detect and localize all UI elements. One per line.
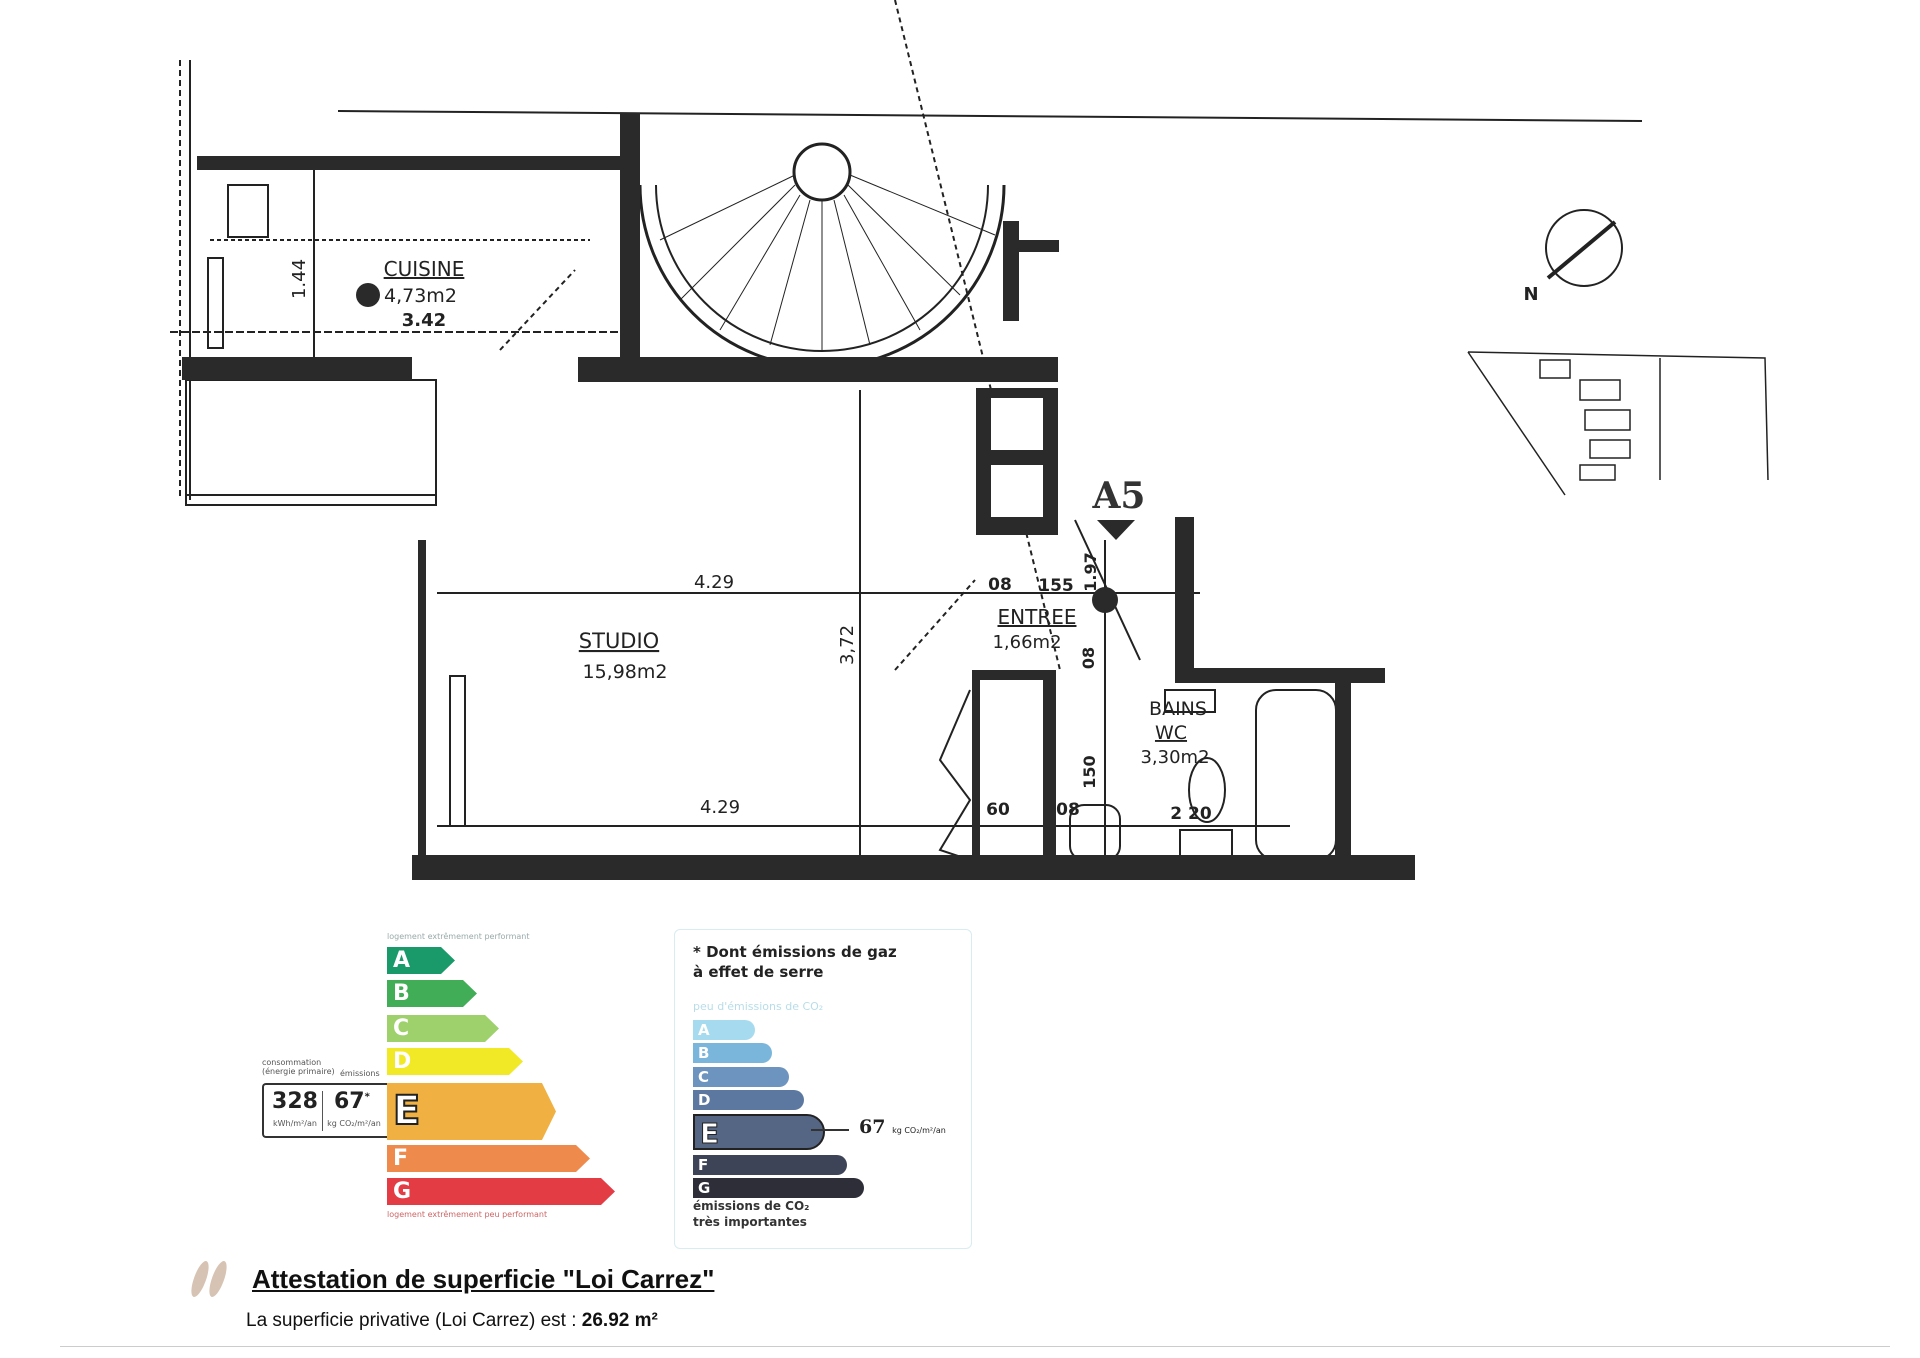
- balcony: [185, 379, 437, 506]
- studio-dim-v: 3,72: [837, 625, 858, 665]
- entree-dim-v2: 08: [1079, 647, 1098, 669]
- ges-unit: kg CO₂/m²/an: [892, 1126, 946, 1135]
- north-label: N: [1523, 284, 1538, 305]
- bains-area: 3,30m2: [1140, 747, 1209, 768]
- dpe-class-g: G: [387, 1178, 615, 1205]
- ges-bottom-1: émissions de CO₂: [693, 1199, 810, 1213]
- ges-class-f: F: [693, 1155, 847, 1175]
- ges-title-1: * Dont émissions de gaz: [693, 943, 897, 961]
- entree-dim-a: 08: [988, 575, 1012, 595]
- attestation-title: Attestation de superficie "Loi Carrez": [252, 1264, 715, 1294]
- ges-value: 67: [859, 1116, 886, 1138]
- ges-class-c: C: [693, 1067, 789, 1087]
- attestation-value: 26.92 m²: [581, 1310, 658, 1331]
- cuisine-area: 4,73m2: [384, 285, 457, 307]
- location-sketch: [1467, 351, 1769, 496]
- ges-top-caption: peu d'émissions de CO₂: [693, 1000, 824, 1013]
- ges-label: * Dont émissions de gaz à effet de serre…: [674, 929, 972, 1249]
- bains-dim-v: 150: [1080, 755, 1099, 788]
- cuisine-label: CUISINE: [384, 257, 465, 281]
- emissions-star: *: [364, 1091, 370, 1103]
- dpe-class-f: F: [387, 1145, 590, 1172]
- consumption-value: 328: [272, 1089, 318, 1114]
- ges-title-2: à effet de serre: [693, 963, 824, 981]
- consumption-label: consommation (énergie primaire): [262, 1058, 335, 1076]
- ges-class-b: B: [693, 1043, 772, 1063]
- value-box: 328 kWh/m²/an 67* kg CO₂/m²/an: [262, 1083, 387, 1138]
- ges-class-a: A: [693, 1020, 755, 1040]
- cuisine-dim-v: 1.44: [289, 259, 310, 299]
- emissions-value: 67: [334, 1089, 365, 1114]
- emissions-label: émissions: [340, 1069, 380, 1078]
- studio-label: STUDIO: [579, 629, 659, 653]
- compass: [1545, 209, 1623, 287]
- dpe-class-c: C: [387, 1015, 499, 1042]
- studio-area: 15,98m2: [583, 661, 668, 683]
- cuisine-dim: 3.42: [402, 310, 446, 331]
- dpe-class-d: D: [387, 1048, 523, 1075]
- studio-dim-top: 4.29: [694, 572, 734, 593]
- logo-icon: [187, 1256, 238, 1302]
- lot-label: A5: [1092, 475, 1146, 517]
- wc-label: WC: [1155, 722, 1187, 744]
- dpe-bottom-caption: logement extrêmement peu performant: [387, 1210, 548, 1219]
- bains-label: BAINS: [1149, 698, 1207, 720]
- entree-label: ENTREE: [998, 605, 1077, 629]
- ges-bottom-2: très importantes: [693, 1215, 807, 1229]
- ges-pointer-line: [811, 1129, 849, 1131]
- dpe-class-a: A: [387, 947, 455, 974]
- dpe-top-caption: logement extrêmement performant: [387, 932, 530, 941]
- ges-class-e: E: [693, 1114, 825, 1151]
- dpe-class-e: E: [387, 1083, 556, 1140]
- bains-dim-b: 08: [1056, 800, 1080, 820]
- attestation-text: La superficie privative (Loi Carrez) est…: [246, 1310, 577, 1331]
- consumption-unit: kWh/m²/an: [273, 1119, 317, 1128]
- entree-area: 1,66m2: [992, 632, 1061, 653]
- entree-dim-b: 155: [1038, 576, 1074, 596]
- emissions-unit: kg CO₂/m²/an: [327, 1119, 381, 1128]
- entree-dim-v: 1.97: [1081, 552, 1100, 591]
- ges-class-g: G: [693, 1178, 864, 1198]
- dpe-class-b: B: [387, 980, 477, 1007]
- studio-dim-bottom: 4.29: [700, 797, 740, 818]
- top-line: [337, 110, 1643, 122]
- walls: [182, 113, 1415, 880]
- divider: [60, 1346, 1890, 1347]
- ges-class-d: D: [693, 1090, 804, 1110]
- bains-dim-c: 2 20: [1170, 804, 1212, 824]
- bains-dim-a: 60: [986, 800, 1010, 820]
